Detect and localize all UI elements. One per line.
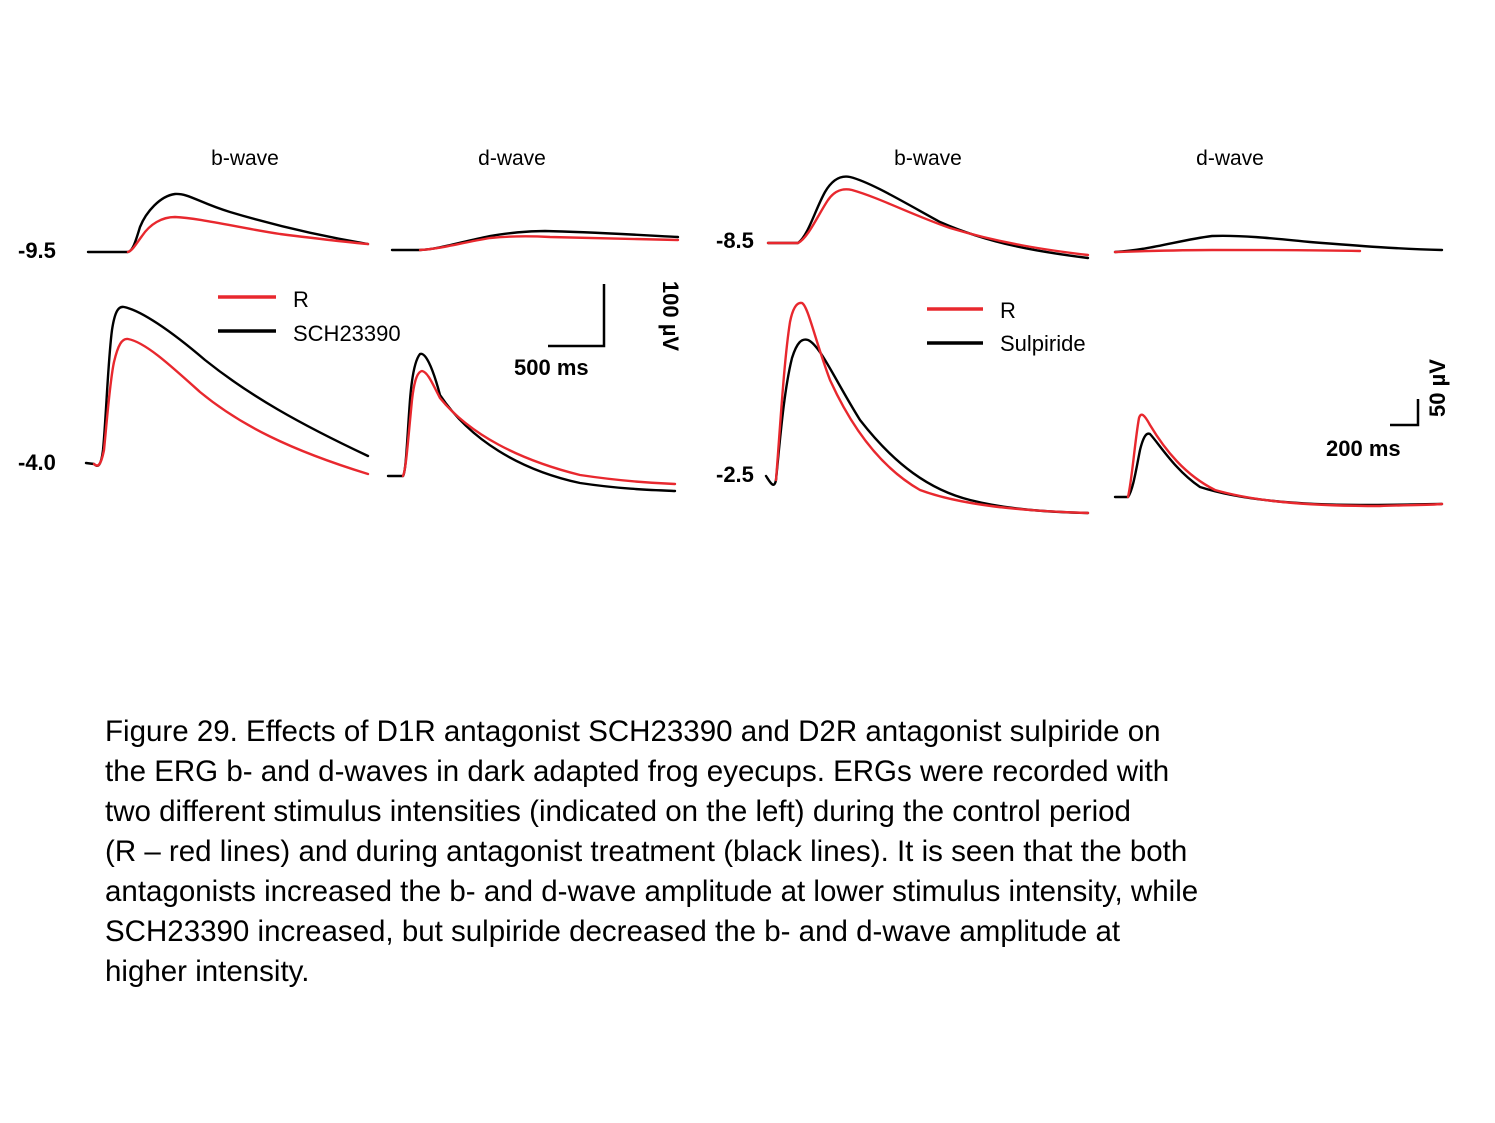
caption-line: the ERG b- and d-waves in dark adapted f… (105, 755, 1170, 788)
trace-treatment-right-d-low (1113, 234, 1444, 254)
caption-line: two different stimulus intensities (indi… (105, 795, 1131, 828)
trace-treatment-left-d-high (386, 352, 677, 493)
legend-label-treatment-left: SCH23390 (293, 321, 401, 346)
trace-treatment-left-b-low (86, 192, 370, 254)
trace-control-left-d-high (401, 369, 677, 486)
right-b-wave-low-traces (766, 175, 1090, 260)
left-intensity-high: -4.0 (18, 450, 56, 475)
trace-control-left-d-low (418, 235, 680, 252)
left-d-wave-low-traces (390, 229, 680, 252)
left-d-wave-title: d-wave (478, 147, 546, 170)
scale-voltage-right: 50 µV (1425, 359, 1450, 417)
erg-figure: b-wave d-wave b-wave d-wave -9.5 -4.0 -8… (18, 147, 1450, 515)
trace-control-left-b-high (92, 337, 370, 476)
right-d-wave-title: d-wave (1196, 147, 1264, 170)
left-b-wave-high-traces (84, 305, 370, 476)
scale-time-right: 200 ms (1326, 436, 1401, 461)
left-intensity-low: -9.5 (18, 238, 56, 263)
scale-bar-right (1390, 399, 1420, 427)
right-intensity-high: -2.5 (716, 462, 754, 487)
scale-bar-left (548, 284, 606, 348)
left-b-wave-low-traces (86, 192, 370, 254)
right-b-wave-title: b-wave (894, 147, 962, 170)
trace-treatment-right-b-high (764, 338, 1090, 515)
trace-control-right-b-high (774, 301, 1090, 515)
trace-control-right-b-low (766, 188, 1090, 257)
legend-label-control-right: R (1000, 298, 1016, 323)
left-d-wave-high-traces (386, 352, 677, 493)
trace-control-right-d-low (1113, 248, 1362, 254)
scale-time-left: 500 ms (514, 355, 589, 380)
right-d-wave-low-traces (1113, 234, 1444, 254)
trace-control-left-b-low (126, 215, 370, 254)
caption-line: antagonists increased the b- and d-wave … (105, 875, 1199, 908)
left-b-wave-title: b-wave (211, 147, 279, 170)
figure-caption: Figure 29. Effects of D1R antagonist SCH… (105, 712, 1445, 992)
right-d-wave-high-traces (1113, 413, 1444, 508)
right-b-wave-high-traces (764, 301, 1090, 515)
right-intensity-low: -8.5 (716, 228, 754, 253)
caption-line: higher intensity. (105, 955, 310, 988)
caption-line: (R – red lines) and during antagonist tr… (105, 835, 1188, 868)
legend-label-treatment-right: Sulpiride (1000, 331, 1086, 356)
caption-line: Figure 29. Effects of D1R antagonist SCH… (105, 715, 1161, 748)
legend-label-control-left: R (293, 287, 309, 312)
caption-line: SCH23390 increased, but sulpiride decrea… (105, 915, 1121, 948)
trace-treatment-right-b-low (766, 175, 1090, 260)
scale-voltage-left: 100 µV (658, 281, 683, 351)
trace-control-right-d-high (1126, 413, 1444, 508)
